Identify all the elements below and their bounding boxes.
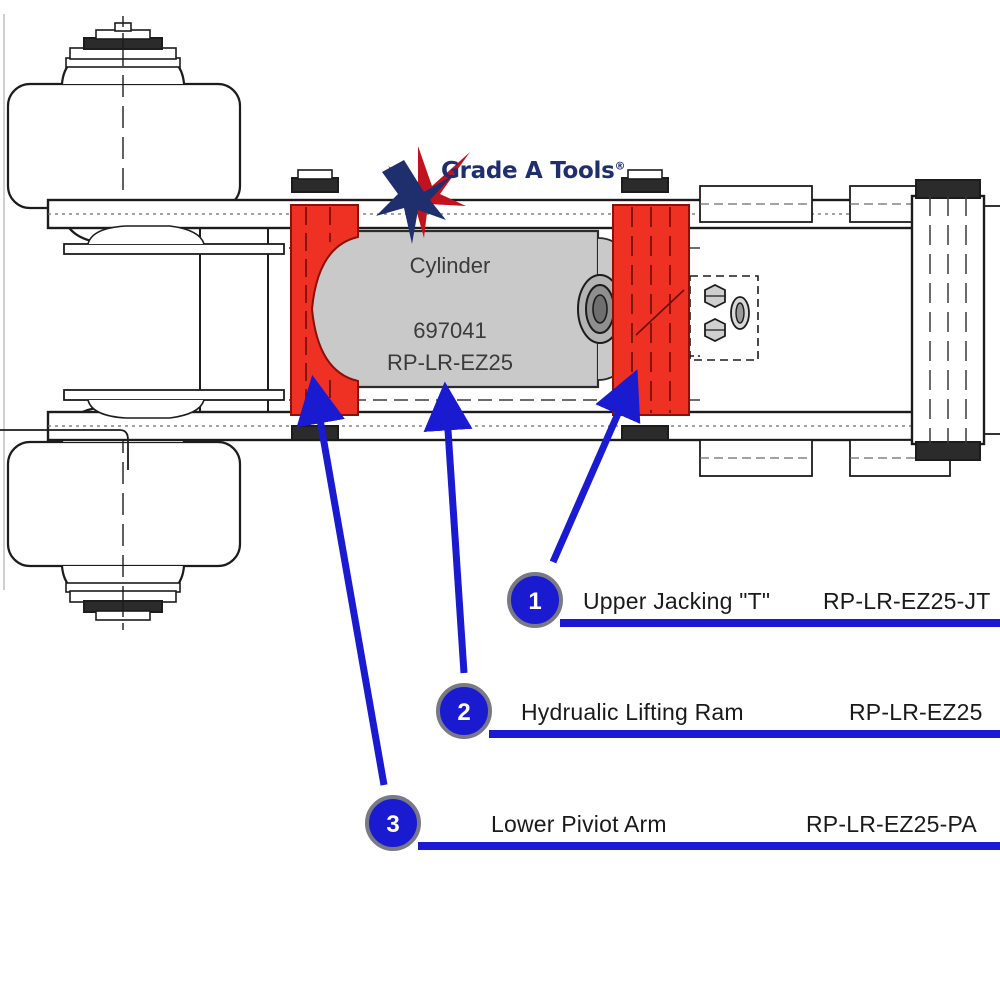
callout-number-1: 1: [528, 588, 541, 615]
cylinder-item-number: 697041: [413, 318, 487, 343]
legend-label-1: Upper Jacking "T": [583, 588, 771, 614]
brand-wordmark: Grade A Tools®: [441, 158, 626, 184]
callout-arrow-3: [296, 374, 388, 786]
roller-bar-right: [910, 179, 1000, 461]
cylinder-part-number: RP-LR-EZ25: [387, 350, 513, 375]
hex-bolt-lower: [704, 317, 726, 343]
callout-arrow-1: [549, 369, 641, 564]
legend-label-2: Hydrualic Lifting Ram: [521, 699, 744, 725]
hex-bolt-upper: [704, 283, 726, 309]
upper-jacking-t-highlight: [612, 204, 690, 416]
cylinder-label: Cylinder: [409, 253, 491, 278]
callout-marker-3[interactable]: 3: [365, 795, 421, 851]
axle-detail: [0, 225, 285, 470]
callout-marker-2[interactable]: 2: [436, 683, 492, 739]
legend-label-3: Lower Piviot Arm: [491, 811, 667, 837]
star-burst-icon: [376, 146, 470, 244]
registered-mark: ®: [614, 159, 626, 173]
callout-number-3: 3: [386, 811, 399, 838]
legend-part-2: RP-LR-EZ25: [849, 699, 983, 725]
legend-part-1: RP-LR-EZ25-JT: [823, 588, 991, 614]
callout-marker-1[interactable]: 1: [507, 572, 563, 628]
brand-name: Grade A Tools: [441, 158, 615, 184]
mount-plate-detail: [688, 275, 759, 361]
callout-number-2: 2: [457, 699, 470, 726]
callout-layer: 1 2 3: [296, 369, 1000, 851]
frame-rail-bottom: [46, 330, 951, 477]
callout-arrow-2: [423, 381, 473, 674]
legend-part-3: RP-LR-EZ25-PA: [806, 811, 977, 837]
